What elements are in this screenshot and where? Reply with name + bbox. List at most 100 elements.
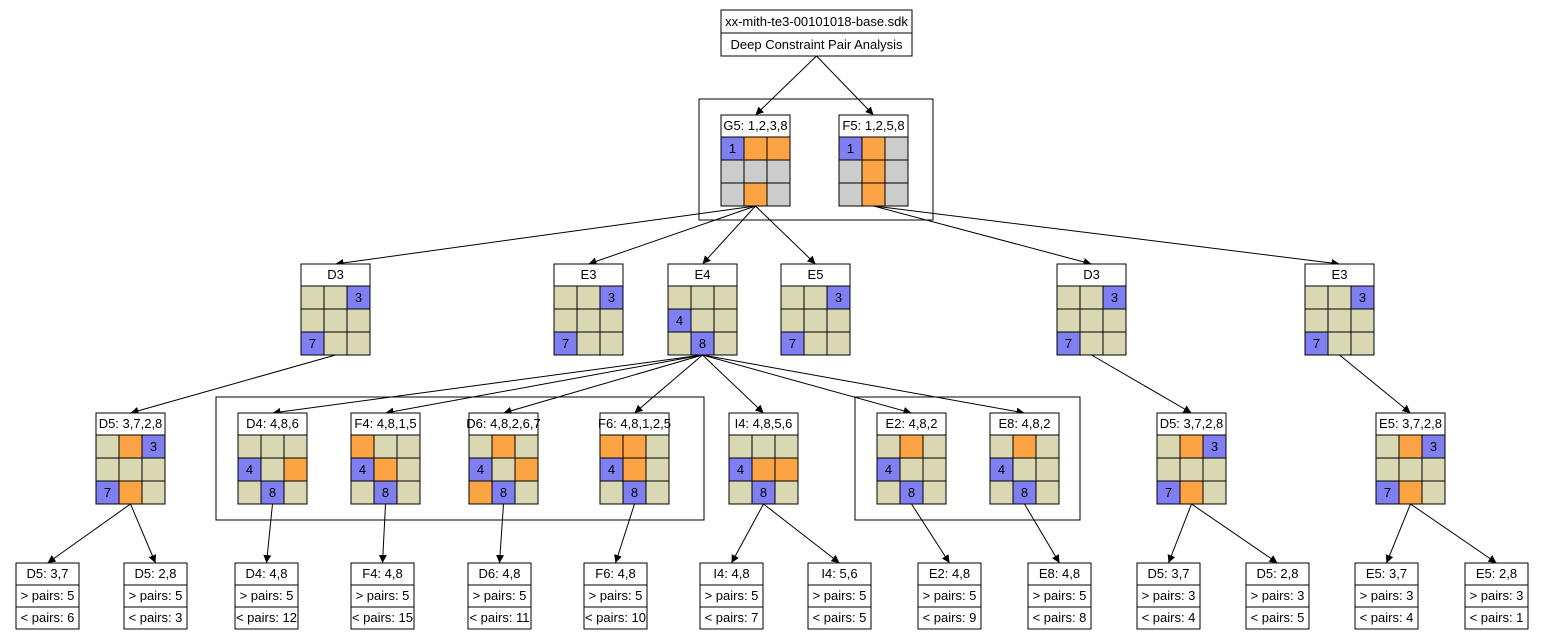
grid-cell-empty — [1056, 308, 1081, 333]
leaf-box — [123, 562, 188, 630]
grid-node-e5-3-7-2-8: E5: 3,7,2,837 — [1375, 412, 1446, 505]
grid-cell-empty — [141, 457, 166, 482]
grid-cell-empty — [645, 434, 670, 459]
edge-e8-l10 — [1024, 503, 1060, 564]
grid-cell-empty — [884, 182, 909, 207]
cluster-box — [854, 396, 1081, 521]
grid-cell-empty — [373, 434, 398, 459]
grid-cell-empty — [766, 182, 791, 207]
leaf-greater-pairs: > pairs: 3 — [1470, 588, 1524, 603]
grid-cell-empty — [491, 457, 516, 482]
grid-cell-empty — [690, 308, 715, 333]
grid-cell-candidate — [861, 159, 886, 184]
cell-digit: 8 — [760, 485, 767, 500]
leaf-less-pairs: < pairs: 10 — [585, 610, 646, 625]
leaf-title: D5: 3,7 — [1148, 566, 1190, 581]
grid-cell-candidate — [622, 457, 647, 482]
leaf-less-pairs: < pairs: 4 — [1360, 610, 1414, 625]
edge-d6-l5 — [496, 503, 505, 564]
grid-cell-empty — [396, 457, 421, 482]
grid-cell-empty — [645, 457, 670, 482]
edge-d3a-d5a — [130, 354, 336, 415]
grid-cell-empty — [1304, 308, 1329, 333]
edge-g5-e5 — [755, 205, 816, 265]
grid-cell-empty — [468, 434, 493, 459]
leaf-less-pairs: < pairs: 15 — [352, 610, 413, 625]
edge-e4-f6 — [634, 354, 703, 414]
grid-label: E3 — [1332, 267, 1348, 282]
edge-i4-l7 — [731, 503, 764, 564]
edge-e4-i4 — [702, 354, 764, 414]
leaf-greater-pairs: > pairs: 3 — [1251, 588, 1305, 603]
leaf-title: E5: 3,7 — [1366, 566, 1407, 581]
grid-cell-empty — [1035, 457, 1060, 482]
cell-digit: 3 — [608, 290, 615, 305]
grid-cell-empty — [899, 457, 924, 482]
leaf-greater-pairs: > pairs: 5 — [129, 588, 183, 603]
grid-cell-empty — [774, 480, 799, 505]
leaf-node-e2-4-8: E2: 4,8> pairs: 5< pairs: 9 — [917, 562, 982, 630]
edge-d5a-l2 — [130, 503, 157, 564]
grid-label: D3 — [327, 267, 344, 282]
grid-cell-empty — [922, 434, 947, 459]
cell-digit: 7 — [789, 336, 796, 351]
grid-cell-empty — [323, 331, 348, 356]
leaf-greater-pairs: > pairs: 5 — [473, 588, 527, 603]
grid-label: F6: 4,8,1,2,5 — [598, 416, 671, 431]
leaf-title: D5: 3,7 — [27, 566, 69, 581]
grid-label: I4: 4,8,5,6 — [735, 416, 793, 431]
grid-cell-empty — [922, 457, 947, 482]
grid-cell-empty — [599, 308, 624, 333]
grid-cell-empty — [300, 285, 325, 310]
leaf-title: E8: 4,8 — [1039, 566, 1080, 581]
leaf-greater-pairs: > pairs: 3 — [1360, 588, 1414, 603]
cell-digit: 3 — [1211, 439, 1218, 454]
grid-node-d5-3-7-2-8: D5: 3,7,2,837 — [95, 412, 166, 505]
root-node: xx-mith-te3-00101018-base.sdk Deep Const… — [720, 9, 913, 57]
grid-cell-empty — [826, 308, 851, 333]
grid-cell-empty — [1327, 308, 1352, 333]
leaf-less-pairs: < pairs: 4 — [1142, 610, 1196, 625]
leaf-greater-pairs: > pairs: 5 — [356, 588, 410, 603]
grid-label: F4: 4,8,1,5 — [354, 416, 416, 431]
leaf-node-d4-4-8: D4: 4,8> pairs: 5< pairs: 12 — [234, 562, 299, 630]
edge-e4-d6 — [503, 354, 703, 415]
leaf-title: E2: 4,8 — [929, 566, 970, 581]
edge-g5-e4 — [702, 205, 756, 265]
grid-cell-candidate — [1179, 480, 1204, 505]
grid-cell-candidate — [283, 457, 308, 482]
grid-cell-empty — [396, 434, 421, 459]
grid-cell-empty — [1012, 457, 1037, 482]
grid-label: E5: 3,7,2,8 — [1379, 416, 1442, 431]
grid-cell-candidate — [622, 434, 647, 459]
grid-cell-empty — [283, 480, 308, 505]
grid-cell-empty — [1304, 285, 1329, 310]
leaf-box — [234, 562, 299, 630]
root-title: xx-mith-te3-00101018-base.sdk — [725, 14, 908, 29]
cell-digit: 7 — [104, 485, 111, 500]
leaf-title: D4: 4,8 — [246, 566, 288, 581]
grid-cell-empty — [1079, 331, 1104, 356]
leaf-box — [1136, 562, 1201, 630]
grid-cell-candidate — [514, 457, 539, 482]
leaf-node-d6-4-8: D6: 4,8> pairs: 5< pairs: 11 — [467, 562, 532, 630]
grid-cell-empty — [237, 434, 262, 459]
grid-cell-empty — [713, 331, 738, 356]
grid-cell-candidate — [743, 182, 768, 207]
edge-d4-l3 — [263, 503, 273, 564]
grid-cell-empty — [1398, 457, 1423, 482]
leaf-box — [583, 562, 648, 630]
edge-g5-d3a — [335, 205, 756, 267]
cluster-box — [698, 98, 934, 221]
grid-cell-empty — [743, 159, 768, 184]
leaf-greater-pairs: > pairs: 5 — [923, 588, 977, 603]
edge-d5b-l12 — [1191, 503, 1278, 564]
grid-cell-empty — [803, 285, 828, 310]
grid-cell-empty — [803, 331, 828, 356]
clusters — [215, 98, 1081, 521]
grid-cell-empty — [1421, 480, 1446, 505]
cell-digit: 4 — [608, 462, 615, 477]
grid-cell-empty — [1056, 285, 1081, 310]
grid-cell-candidate — [350, 434, 375, 459]
